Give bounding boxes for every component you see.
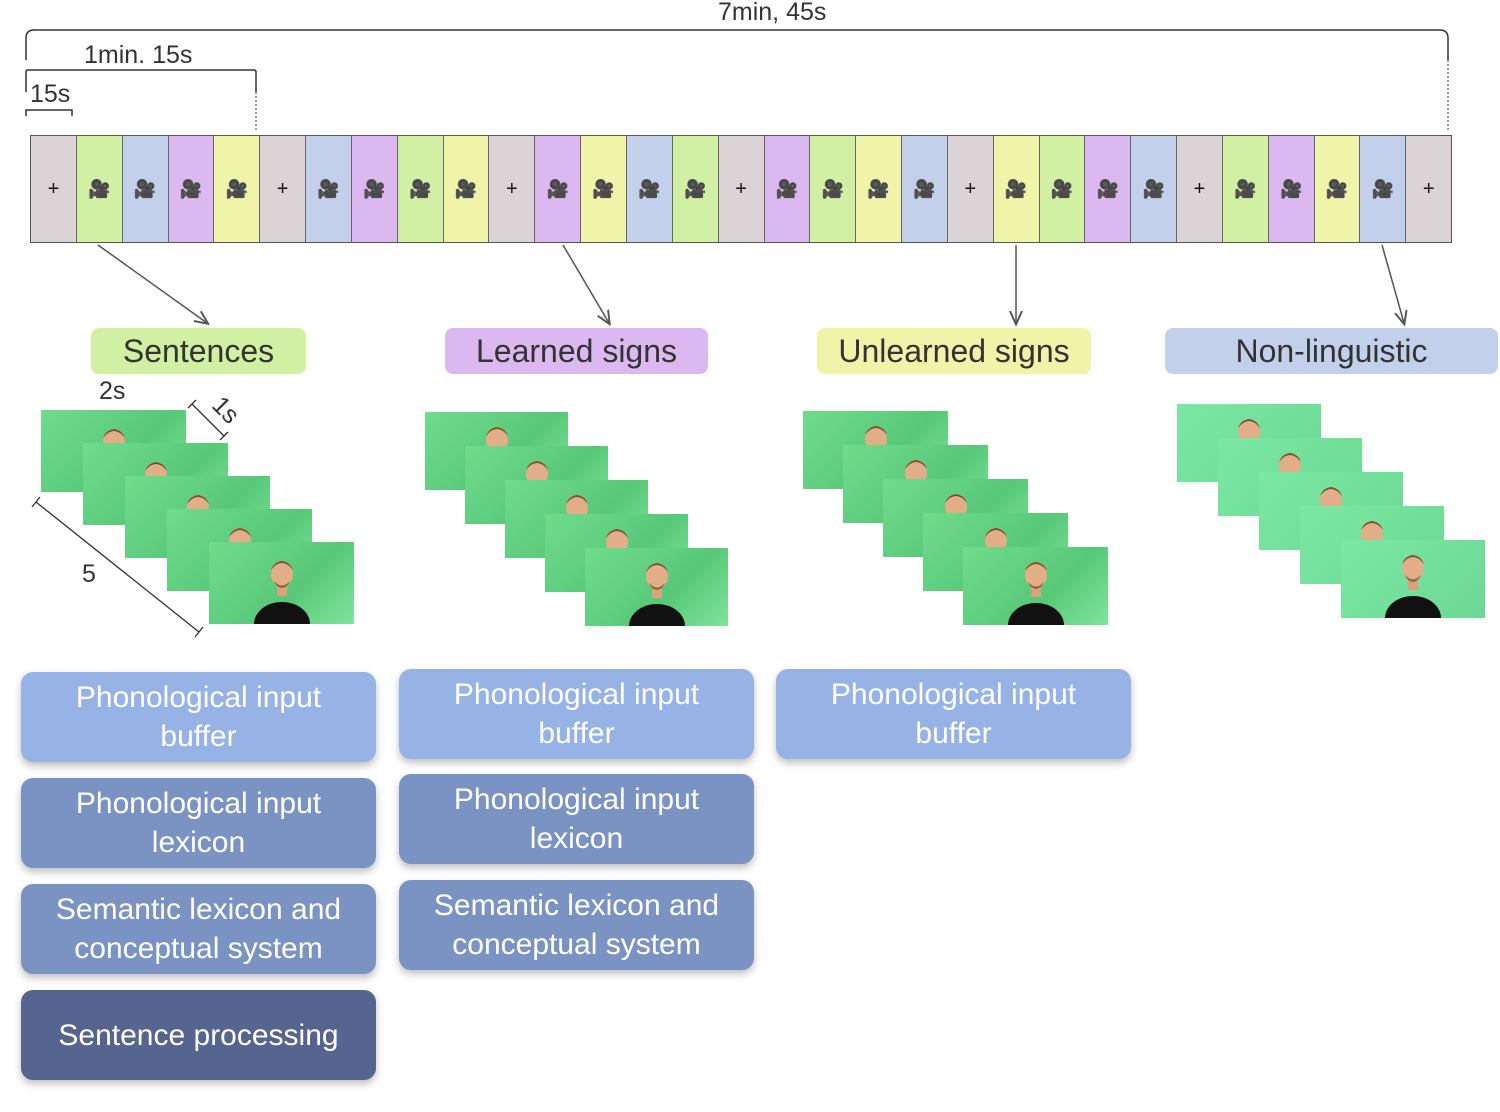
fixation-block: + xyxy=(1177,136,1223,242)
video-camera-icon: 🎥 xyxy=(317,178,340,199)
fixation-block: + xyxy=(718,136,765,242)
video-camera-icon: 🎥 xyxy=(684,178,707,199)
video-block-learned: 🎥 xyxy=(535,136,582,242)
video-camera-icon: 🎥 xyxy=(821,178,844,199)
cycle-duration-bracket xyxy=(25,69,257,92)
unlearned-phonological-input-buffer: Phonological input buffer xyxy=(776,669,1131,759)
signer-image xyxy=(252,554,312,624)
block-timeline: + 🎥 🎥 🎥 🎥 + 🎥 🎥 🎥 🎥 + 🎥 🎥 🎥 🎥 + 🎥 🎥 🎥 🎥 + 🎥 🎥 🎥 🎥 + 🎥 🎥 🎥 🎥 + xyxy=(30,135,1452,243)
video-camera-icon: 🎥 xyxy=(775,178,799,199)
video-block-unlearned: 🎥 xyxy=(993,136,1040,242)
video-camera-icon: 🎥 xyxy=(1234,178,1257,199)
count-bracket xyxy=(35,501,200,633)
video-block-non-linguistic: 🎥 xyxy=(306,136,352,242)
fixation-cross: + xyxy=(1422,177,1435,200)
video-camera-icon: 🎥 xyxy=(1004,178,1028,199)
video-block-unlearned: 🎥 xyxy=(1314,136,1361,242)
stimulus-frame-unlearned xyxy=(963,547,1108,625)
stimulus-count-label: 5 xyxy=(82,560,96,588)
fixation-block: + xyxy=(489,136,536,242)
arrow-to-learned-signs xyxy=(562,244,609,323)
category-label-unlearned-signs: Unlearned signs xyxy=(817,328,1091,374)
sentences-sentence-processing: Sentence processing xyxy=(21,990,376,1080)
learned-phonological-input-lexicon: Phonological input lexicon xyxy=(399,774,754,864)
stimulus-frame-learned xyxy=(585,548,728,626)
signer-image xyxy=(1006,555,1066,625)
cycle-duration-label: 1min. 15s xyxy=(84,41,193,69)
video-camera-icon: 🎥 xyxy=(133,178,157,199)
block-duration-bracket xyxy=(25,109,73,116)
video-block-non-linguistic: 🎥 xyxy=(626,136,673,242)
video-block-unlearned: 🎥 xyxy=(443,136,490,242)
sentences-phonological-input-buffer: Phonological input buffer xyxy=(21,672,376,762)
video-camera-icon: 🎥 xyxy=(454,178,478,199)
video-block-non-linguistic: 🎥 xyxy=(1360,136,1407,242)
fixation-cross: + xyxy=(735,177,747,200)
video-block-non-linguistic: 🎥 xyxy=(1131,136,1178,242)
video-block-sentences: 🎥 xyxy=(76,136,123,242)
video-block-sentences: 🎥 xyxy=(397,136,444,242)
video-camera-icon: 🎥 xyxy=(88,178,111,199)
video-camera-icon: 🎥 xyxy=(638,178,661,199)
category-label-sentences: Sentences xyxy=(91,328,306,374)
fixation-block: + xyxy=(31,136,77,242)
learned-semantic-lexicon: Semantic lexicon and conceptual system xyxy=(399,880,754,970)
video-block-unlearned: 🎥 xyxy=(581,136,627,242)
video-block-sentences: 🎥 xyxy=(1222,136,1269,242)
fixation-block: + xyxy=(1406,136,1452,242)
video-camera-icon: 🎥 xyxy=(867,178,890,199)
stimulus-annotation-lines xyxy=(31,399,229,638)
video-block-unlearned: 🎥 xyxy=(214,136,261,242)
video-camera-icon: 🎥 xyxy=(1050,178,1074,199)
video-camera-icon: 🎥 xyxy=(225,178,248,199)
timing-brackets xyxy=(25,29,1449,132)
video-camera-icon: 🎥 xyxy=(1325,178,1349,199)
fixation-cross: + xyxy=(47,177,60,200)
video-block-sentences: 🎥 xyxy=(672,136,719,242)
arrow-to-sentences xyxy=(97,244,207,323)
arrow-to-non-linguistic xyxy=(1381,244,1404,323)
video-block-unlearned: 🎥 xyxy=(856,136,903,242)
video-block-learned: 🎥 xyxy=(168,136,215,242)
signer-image xyxy=(627,556,687,626)
stimulus-frame-sentences xyxy=(209,542,354,624)
total-duration-bracket xyxy=(25,29,1449,60)
sentences-phonological-input-lexicon: Phonological input lexicon xyxy=(21,778,376,868)
video-block-non-linguistic: 🎥 xyxy=(902,136,948,242)
signer-image xyxy=(1383,548,1443,618)
stimulus-duration-label: 2s xyxy=(99,377,126,405)
category-label-non-linguistic: Non-linguistic xyxy=(1165,328,1498,374)
video-camera-icon: 🎥 xyxy=(1279,178,1303,199)
fixation-cross: + xyxy=(276,177,289,200)
video-block-learned: 🎥 xyxy=(1085,136,1132,242)
video-camera-icon: 🎥 xyxy=(1371,178,1395,199)
video-block-learned: 🎥 xyxy=(351,136,398,242)
interval-bracket xyxy=(191,403,225,437)
fixation-cross: + xyxy=(506,177,518,200)
video-camera-icon: 🎥 xyxy=(592,178,615,199)
video-block-learned: 🎥 xyxy=(1268,136,1315,242)
video-camera-icon: 🎥 xyxy=(1142,178,1165,199)
block-duration-label: 15s xyxy=(30,80,71,108)
video-camera-icon: 🎥 xyxy=(363,178,386,199)
video-block-learned: 🎥 xyxy=(764,136,811,242)
video-camera-icon: 🎥 xyxy=(546,178,569,199)
fixation-block: + xyxy=(947,136,994,242)
video-camera-icon: 🎥 xyxy=(179,178,203,199)
sentences-semantic-lexicon: Semantic lexicon and conceptual system xyxy=(21,884,376,974)
stimulus-frame-non-linguistic xyxy=(1341,540,1485,618)
video-block-non-linguistic: 🎥 xyxy=(122,136,169,242)
total-duration-label: 7min, 45s xyxy=(718,0,827,26)
video-camera-icon: 🎥 xyxy=(1096,178,1120,199)
fixation-block: + xyxy=(260,136,307,242)
video-camera-icon: 🎥 xyxy=(408,178,432,199)
video-camera-icon: 🎥 xyxy=(913,178,936,199)
fixation-cross: + xyxy=(964,177,977,200)
category-label-learned-signs: Learned signs xyxy=(445,328,708,374)
category-arrows xyxy=(97,244,1500,330)
learned-phonological-input-buffer: Phonological input buffer xyxy=(399,669,754,759)
video-block-sentences: 🎥 xyxy=(1039,136,1086,242)
video-block-sentences: 🎥 xyxy=(810,136,857,242)
fixation-cross: + xyxy=(1193,177,1206,200)
